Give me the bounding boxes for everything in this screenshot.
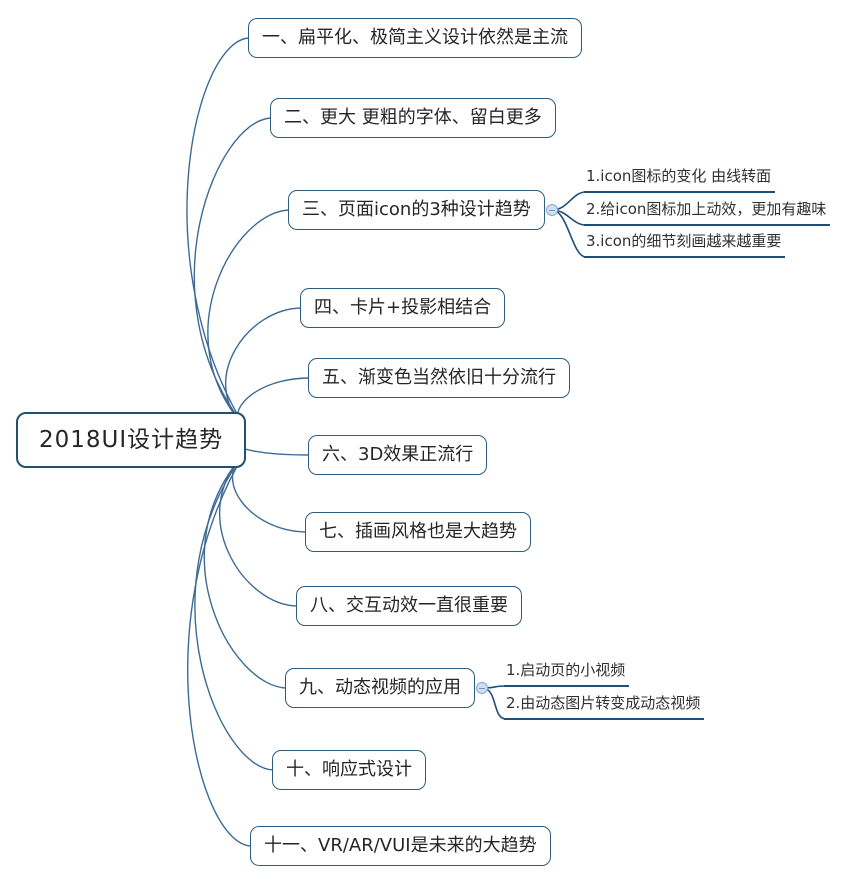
branch-topic-3[interactable]: 三、页面icon的3种设计趋势	[288, 190, 545, 230]
collapse-toggle-icon[interactable]	[546, 204, 558, 216]
branch-topic-7[interactable]: 七、插画风格也是大趋势	[305, 512, 531, 552]
subtopic-video-2[interactable]: 2.由动态图片转变成动态视频	[504, 693, 705, 720]
collapse-toggle-icon[interactable]	[476, 682, 488, 694]
branch-topic-10[interactable]: 十、响应式设计	[272, 750, 426, 790]
branch-topic-5[interactable]: 五、渐变色当然依旧十分流行	[308, 358, 570, 398]
branch-topic-2[interactable]: 二、更大 更粗的字体、留白更多	[270, 98, 556, 138]
central-topic[interactable]: 2018UI设计趋势	[16, 412, 247, 468]
subtopic-icon-trend-1[interactable]: 1.icon图标的变化 由线转面	[584, 166, 776, 193]
branch-topic-6[interactable]: 六、3D效果正流行	[308, 435, 488, 475]
branch-topic-1[interactable]: 一、扁平化、极简主义设计依然是主流	[248, 18, 582, 58]
branch-topic-4[interactable]: 四、卡片+投影相结合	[300, 288, 506, 328]
subtopic-icon-trend-3[interactable]: 3.icon的细节刻画越来越重要	[584, 231, 786, 258]
subtopic-video-1[interactable]: 1.启动页的小视频	[504, 660, 630, 687]
branch-topic-8[interactable]: 八、交互动效一直很重要	[296, 586, 522, 626]
branch-topic-9[interactable]: 九、动态视频的应用	[285, 668, 475, 708]
branch-topic-11[interactable]: 十一、VR/AR/VUI是未来的大趋势	[250, 826, 551, 866]
subtopic-icon-trend-2[interactable]: 2.给icon图标加上动效，更加有趣味	[584, 199, 831, 226]
